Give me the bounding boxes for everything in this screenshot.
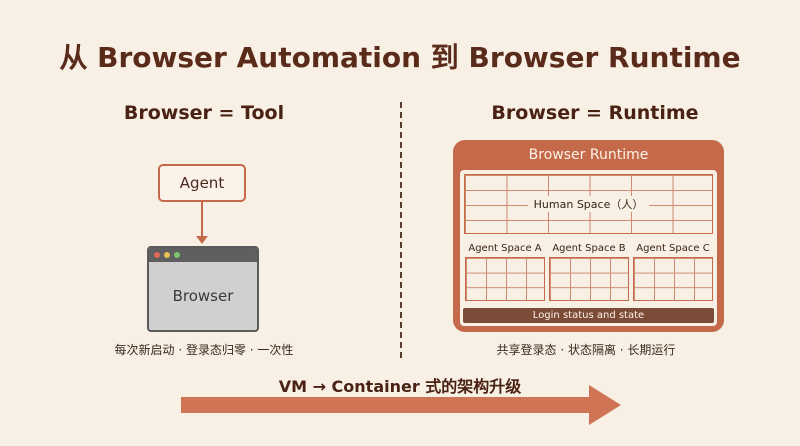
agent-space-b-grid bbox=[549, 257, 629, 301]
agent-space-b-label: Agent Space B bbox=[552, 243, 626, 254]
agent-space-a: Agent Space A bbox=[465, 241, 545, 303]
upgrade-arrow-head-icon bbox=[589, 385, 621, 425]
browser-tool-heading: Browser = Tool bbox=[123, 102, 285, 124]
upgrade-arrow-shaft bbox=[181, 397, 591, 413]
human-space-label: Human Space（人） bbox=[527, 196, 650, 212]
agent-to-browser-arrow-line bbox=[201, 202, 203, 238]
agent-space-c: Agent Space C bbox=[633, 241, 713, 303]
browser-runtime-heading: Browser = Runtime bbox=[491, 102, 699, 124]
minimize-dot-icon bbox=[164, 252, 170, 258]
upgrade-label: VM → Container 式的架构升级 bbox=[278, 377, 522, 396]
runtime-title: Browser Runtime bbox=[528, 147, 649, 163]
close-dot-icon bbox=[154, 252, 160, 258]
browser-runtime-container: Browser Runtime Human Space（人） Agent Spa… bbox=[453, 140, 724, 332]
agent-space-c-label: Agent Space C bbox=[636, 243, 710, 254]
page-title: 从 Browser Automation 到 Browser Runtime bbox=[59, 41, 741, 74]
runtime-inner-panel: Human Space（人） Agent Space A Agent Space… bbox=[460, 170, 717, 326]
agent-to-browser-arrow-head bbox=[196, 236, 208, 244]
agent-node-label: Agent bbox=[179, 174, 225, 192]
human-space-grid: Human Space（人） bbox=[464, 174, 713, 234]
browser-window-node: Browser bbox=[147, 246, 259, 332]
browser-tool-caption: 每次新启动 · 登录态归零 · 一次性 bbox=[114, 343, 294, 357]
agent-space-c-grid bbox=[633, 257, 713, 301]
dashed-divider bbox=[400, 102, 402, 358]
browser-window-label: Browser bbox=[172, 287, 234, 305]
agent-space-a-label: Agent Space A bbox=[468, 243, 542, 254]
browser-titlebar bbox=[149, 248, 257, 262]
agent-node: Agent bbox=[158, 164, 246, 202]
maximize-dot-icon bbox=[174, 252, 180, 258]
agent-space-b: Agent Space B bbox=[549, 241, 629, 303]
agent-space-a-grid bbox=[465, 257, 545, 301]
login-status-bar: Login status and state bbox=[463, 308, 714, 323]
browser-runtime-caption: 共享登录态 · 状态隔离 · 长期运行 bbox=[496, 343, 676, 357]
